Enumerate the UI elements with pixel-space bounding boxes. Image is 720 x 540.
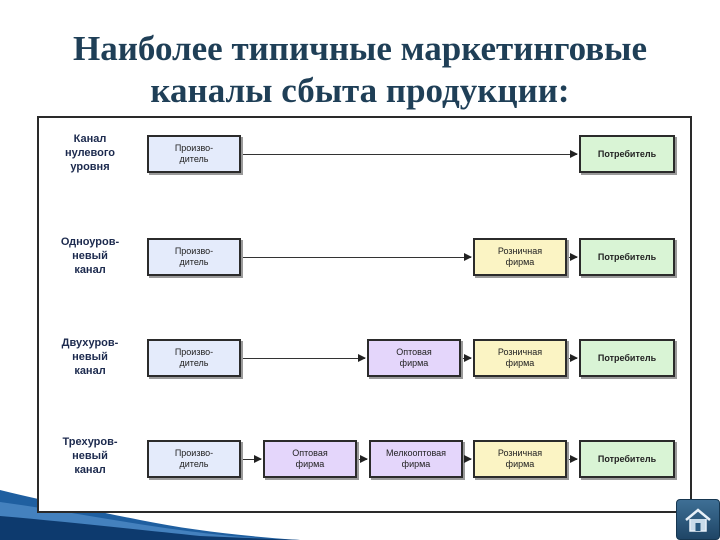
box-text: Произво- xyxy=(174,448,214,458)
row-label-line: невый xyxy=(72,351,108,363)
box-text: фирма xyxy=(401,459,431,469)
box-consumer: Потребитель xyxy=(579,440,675,478)
box-text: фирма xyxy=(505,459,535,469)
row-label-line: канал xyxy=(74,264,106,276)
arrow-right xyxy=(243,150,578,158)
box-text: Потребитель xyxy=(597,251,657,262)
channel-diagram: Канал нулевого уровня Произво-дитель Пот… xyxy=(37,116,692,513)
arrow-right xyxy=(243,253,472,261)
arrow-right xyxy=(569,354,578,362)
box-text: Потребитель xyxy=(597,148,657,159)
box-text: дитель xyxy=(179,154,209,164)
box-text: дитель xyxy=(179,358,209,368)
row-label-line: Трехуров- xyxy=(62,436,118,448)
home-icon xyxy=(685,507,711,532)
row-label-line: нулевого xyxy=(64,147,116,159)
row-label-line: канал xyxy=(74,365,106,377)
box-text: фирма xyxy=(295,459,325,469)
arrow-right xyxy=(243,455,262,463)
box-text: Произво- xyxy=(174,347,214,357)
arrow-right xyxy=(463,354,472,362)
arrow-right xyxy=(569,253,578,261)
arrow-right xyxy=(243,354,366,362)
row-label-line: Канал xyxy=(73,133,107,145)
title-line-1: Наиболее типичные маркетинговые xyxy=(73,29,647,68)
box-text: Произво- xyxy=(174,143,214,153)
box-text: Мелкооптовая xyxy=(385,448,447,458)
box-text: дитель xyxy=(179,257,209,267)
box-producer: Произво-дитель xyxy=(147,135,241,173)
box-producer: Произво-дитель xyxy=(147,440,241,478)
box-text: фирма xyxy=(505,257,535,267)
box-text: Розничная xyxy=(497,347,543,357)
box-text: фирма xyxy=(505,358,535,368)
row-label-line: канал xyxy=(74,464,106,476)
title-line-2: каналы сбыта продукции: xyxy=(150,71,570,110)
row-label-three-level: Трехуров- невый канал xyxy=(45,435,135,477)
box-text: Потребитель xyxy=(597,352,657,363)
box-consumer: Потребитель xyxy=(579,135,675,173)
row-label-line: невый xyxy=(72,250,108,262)
row-label-two-level: Двухуров- невый канал xyxy=(45,336,135,378)
row-label-zero-level: Канал нулевого уровня xyxy=(45,132,135,174)
arrow-right xyxy=(569,455,578,463)
box-consumer: Потребитель xyxy=(579,238,675,276)
box-producer: Произво-дитель xyxy=(147,238,241,276)
row-label-line: уровня xyxy=(70,161,110,173)
row-label-line: невый xyxy=(72,450,108,462)
blue-wave-decoration xyxy=(0,490,300,540)
box-text: Оптовая xyxy=(292,448,328,458)
row-label-line: Двухуров- xyxy=(61,337,119,349)
home-button[interactable] xyxy=(676,499,720,540)
box-text: Произво- xyxy=(174,246,214,256)
arrow-right xyxy=(464,455,472,463)
box-text: Розничная xyxy=(497,246,543,256)
row-label-one-level: Одноуров- невый канал xyxy=(45,235,135,277)
box-text: фирма xyxy=(399,358,429,368)
arrow-right xyxy=(359,455,368,463)
box-text: дитель xyxy=(179,459,209,469)
slide-title: Наиболее типичные маркетинговые каналы с… xyxy=(0,28,720,112)
box-producer: Произво-дитель xyxy=(147,339,241,377)
box-text: Потребитель xyxy=(597,453,657,464)
box-consumer: Потребитель xyxy=(579,339,675,377)
box-text: Оптовая xyxy=(396,347,432,357)
row-label-line: Одноуров- xyxy=(60,236,120,248)
box-text: Розничная xyxy=(497,448,543,458)
